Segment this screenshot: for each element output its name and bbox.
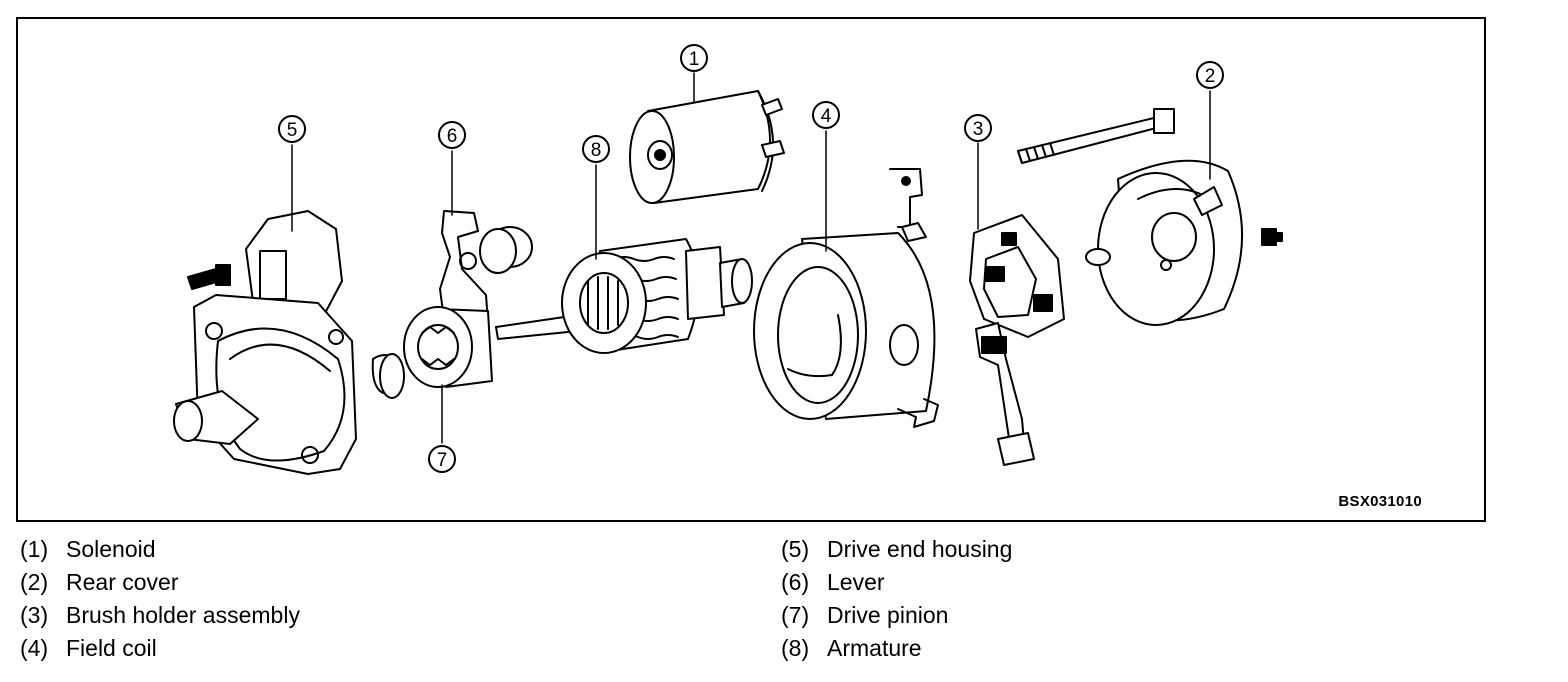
legend-column-right: (5) Drive end housing (6) Lever (7) Drive p… — [781, 533, 1012, 665]
callout-2-label: 2 — [1205, 66, 1216, 87]
legend-number: (7) — [781, 602, 810, 628]
legend-item: (2) Rear cover — [20, 566, 300, 599]
callout-1-label: 1 — [689, 49, 700, 70]
legend-item: (4) Field coil — [20, 632, 300, 665]
drive-end-housing-part — [173, 210, 405, 475]
diagram-frame: 1 2 3 4 5 6 7 8 BSX031010 — [16, 17, 1486, 522]
legend-number: (4) — [20, 635, 49, 661]
exploded-view-drawing: 1 2 3 4 5 6 7 8 — [173, 44, 1283, 475]
leader-lines — [291, 72, 1211, 444]
legend-label: Armature — [827, 635, 922, 661]
armature-part — [495, 238, 753, 354]
callout-4: 4 — [812, 101, 840, 129]
callout-6: 6 — [438, 121, 466, 149]
rear-cover-part — [1085, 159, 1244, 326]
legend-label: Field coil — [66, 635, 157, 661]
figure-code: BSX031010 — [1338, 493, 1422, 510]
legend-label: Lever — [827, 569, 885, 595]
callout-7: 7 — [428, 445, 456, 473]
callout-4-label: 4 — [821, 106, 832, 127]
legend-item: (7) Drive pinion — [781, 599, 1012, 632]
legend-label: Solenoid — [66, 536, 156, 562]
field-coil-part — [753, 168, 939, 428]
legend-number: (2) — [20, 569, 49, 595]
callout-3-label: 3 — [973, 119, 984, 140]
legend-item: (6) Lever — [781, 566, 1012, 599]
legend-number: (5) — [781, 536, 810, 562]
legend-label: Drive end housing — [827, 536, 1013, 562]
callout-3: 3 — [964, 114, 992, 142]
legend-number: (1) — [20, 536, 49, 562]
legend-item: (3) Brush holder assembly — [20, 599, 300, 632]
legend-label: Rear cover — [66, 569, 179, 595]
callout-2: 2 — [1196, 61, 1224, 89]
callout-7-label: 7 — [437, 450, 448, 471]
solenoid-part — [629, 90, 785, 204]
callout-5-label: 5 — [287, 120, 298, 141]
callout-1: 1 — [680, 44, 708, 72]
callout-8-label: 8 — [591, 140, 602, 161]
legend-item: (5) Drive end housing — [781, 533, 1012, 566]
callout-8: 8 — [582, 135, 610, 163]
legend-item: (8) Armature — [781, 632, 1012, 665]
legend-number: (8) — [781, 635, 810, 661]
drive-pinion-part — [403, 306, 493, 388]
legend-column-left: (1) Solenoid (2) Rear cover (3) Brush holde… — [20, 533, 300, 665]
callout-6-label: 6 — [447, 126, 458, 147]
brush-holder-part — [969, 214, 1065, 466]
legend-label: Brush holder assembly — [66, 602, 300, 628]
housing-bolt-part — [187, 264, 231, 290]
through-bolt-part — [1017, 108, 1175, 164]
legend-item: (1) Solenoid — [20, 533, 300, 566]
legend-label: Drive pinion — [827, 602, 949, 628]
legend-number: (6) — [781, 569, 810, 595]
callout-5: 5 — [278, 115, 306, 143]
small-screw-part — [1261, 228, 1283, 246]
legend-number: (3) — [20, 602, 49, 628]
